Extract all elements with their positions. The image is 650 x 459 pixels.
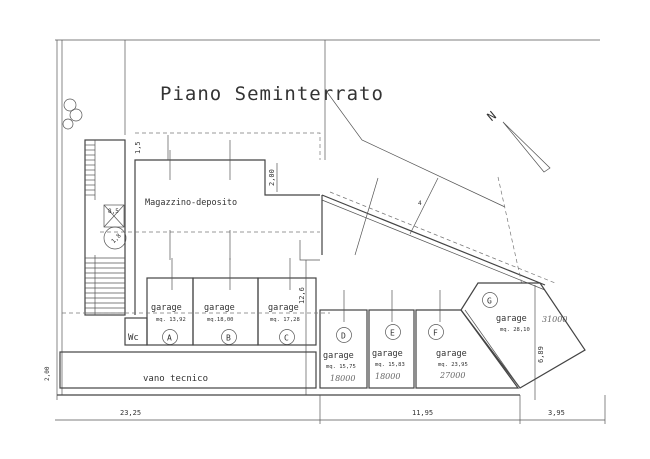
room-label-wc: Wc bbox=[128, 333, 139, 343]
garage-b: garage mq.18,00B bbox=[204, 303, 237, 345]
bottom-dimensions: 23,25 11,95 3,95 bbox=[55, 394, 606, 424]
garage-area: mq. 15,75 bbox=[326, 364, 356, 370]
garage-letter-circle bbox=[482, 292, 498, 308]
outer-frame bbox=[55, 39, 600, 400]
garage-area: mq. 28,10 bbox=[500, 327, 530, 333]
garage-label: garage bbox=[323, 351, 354, 361]
dim-top-2: 2,00 bbox=[268, 169, 276, 186]
garage-letter-circle bbox=[221, 329, 237, 345]
garage-letter: G bbox=[487, 297, 492, 306]
garage-row-dg: 6,89 bbox=[319, 282, 586, 400]
lift-dimension: 8,5 bbox=[108, 208, 119, 215]
garage-row-abc: 12,6 bbox=[62, 258, 330, 395]
diagonal-wall: 4 bbox=[321, 91, 556, 291]
garage-letter: C bbox=[284, 334, 289, 343]
garage-letter-circle bbox=[162, 329, 178, 345]
garage-label: garage bbox=[151, 303, 182, 313]
dim-c-height: 12,6 bbox=[298, 287, 306, 304]
room-magazzino: 1,5 2,00 Magazzino-deposito bbox=[100, 132, 321, 315]
garage-letter: E bbox=[390, 329, 395, 338]
dim-bottom-right: 3,95 bbox=[548, 409, 565, 417]
garage-d: garage mq. 15,75 D 18000 bbox=[323, 327, 356, 383]
garage-price-handwritten: 18000 bbox=[330, 374, 355, 383]
garage-label: garage bbox=[372, 349, 403, 359]
garage-price-handwritten: 18000 bbox=[375, 372, 400, 381]
garage-price-handwritten: 31000 bbox=[542, 315, 567, 324]
garage-c: garage mq. 17,28C bbox=[268, 303, 300, 345]
garage-area: mq.18,00 bbox=[207, 317, 234, 323]
room-label-magazzino: Magazzino-deposito bbox=[145, 198, 237, 208]
garage-label: garage bbox=[436, 349, 467, 359]
dim-top-1: 1,5 bbox=[134, 141, 142, 154]
garage-letter: B bbox=[226, 334, 231, 343]
garage-area: mq. 13,92 bbox=[156, 317, 186, 323]
staircase: 8,5 1,8 bbox=[84, 139, 127, 316]
garage-area: mq. 17,28 bbox=[270, 317, 300, 323]
garage-e: garage mq. 15,83 E 18000 bbox=[372, 324, 405, 381]
garage-letter-circle bbox=[428, 324, 444, 340]
dim-bottom-mid: 11,95 bbox=[412, 409, 433, 417]
garage-letter-circle bbox=[385, 324, 401, 340]
garage-letter: F bbox=[433, 329, 438, 338]
plan-title: Piano Seminterrato bbox=[160, 83, 384, 105]
dim-diagonal: 4 bbox=[418, 200, 422, 207]
garage-letter: D bbox=[341, 332, 346, 341]
dim-bottom-left: 23,25 bbox=[120, 409, 141, 417]
garage-label: garage bbox=[496, 314, 527, 324]
garage-letter: A bbox=[167, 334, 172, 343]
garage-area: mq. 15,83 bbox=[375, 362, 405, 368]
garage-price-handwritten: 27000 bbox=[439, 371, 465, 380]
garage-a: garage mq. 13,92A bbox=[151, 303, 186, 345]
garage-label: garage bbox=[268, 303, 299, 313]
room-label-vano-tecnico: vano tecnico bbox=[143, 374, 208, 384]
garage-letter-circle bbox=[336, 327, 352, 343]
vegetation-symbol bbox=[62, 98, 83, 130]
garage-g: garage mq. 28,10 G 31000 bbox=[482, 292, 567, 333]
garage-letter-circle bbox=[279, 329, 295, 345]
garage-area: mq. 23,95 bbox=[438, 362, 468, 368]
dim-left-small: 2,00 bbox=[44, 366, 51, 381]
garage-label: garage bbox=[204, 303, 235, 313]
garage-f: garage mq. 23,95 F 27000 bbox=[428, 324, 468, 380]
dim-height-right: 6,89 bbox=[537, 346, 545, 363]
room-vano-tecnico: vano tecnico 2,00 bbox=[44, 351, 317, 389]
